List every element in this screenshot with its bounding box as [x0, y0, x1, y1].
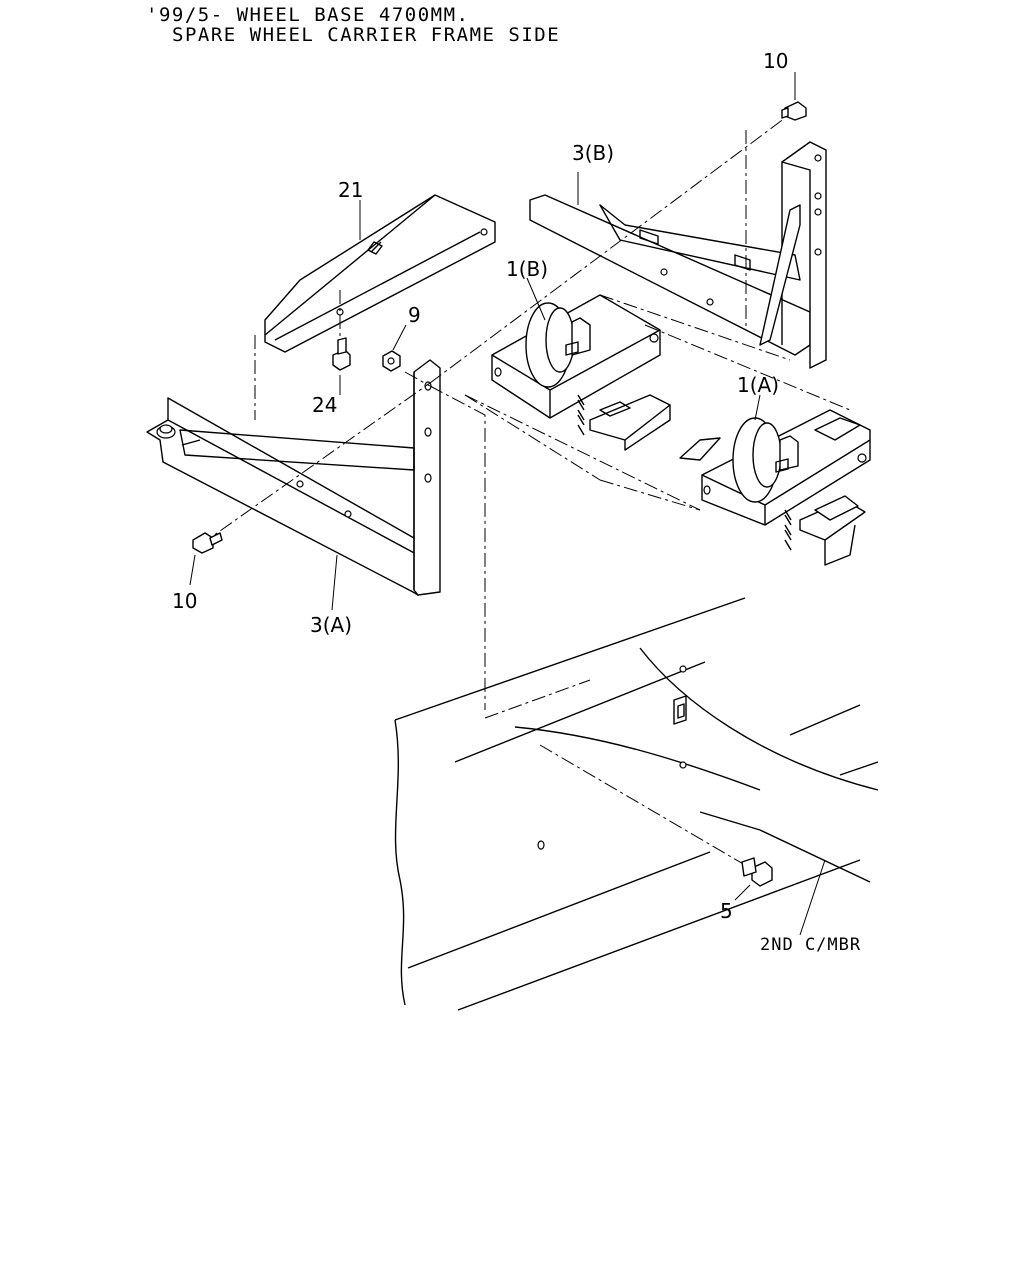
assembly-lines [199, 117, 851, 866]
callout-21: 21 [338, 178, 363, 202]
callout-9: 9 [408, 303, 421, 327]
callout-3b: 3(B) [572, 141, 614, 165]
callout-24: 24 [312, 393, 337, 417]
diagram-title-line-2: SPARE WHEEL CARRIER FRAME SIDE [172, 24, 561, 46]
callout-5: 5 [720, 899, 733, 923]
callout-1a: 1(A) [737, 373, 779, 397]
callout-10-top: 10 [763, 49, 788, 73]
winch-1a [679, 409, 871, 566]
winch-1b [491, 294, 671, 451]
bolt-10-top [781, 101, 807, 121]
frame-side-rail [394, 597, 879, 1011]
crossmember-callout: 2ND C/MBR [760, 859, 861, 955]
plate-21 [264, 194, 496, 353]
callout-leaders [189, 72, 796, 901]
callout-1b: 1(B) [506, 257, 548, 281]
callout-10-left: 10 [172, 589, 197, 613]
bolt-10-left [192, 532, 223, 554]
diagram-title-line-1: '99/5- WHEEL BASE 4700MM. [146, 4, 470, 26]
bracket-3b [529, 141, 827, 369]
bolt-24 [332, 337, 351, 371]
callout-3a: 3(A) [310, 613, 352, 637]
crossmember-label: 2ND C/MBR [760, 935, 861, 955]
bracket-3a [146, 359, 441, 596]
bolt-5 [741, 857, 773, 887]
nut-9 [382, 350, 401, 372]
